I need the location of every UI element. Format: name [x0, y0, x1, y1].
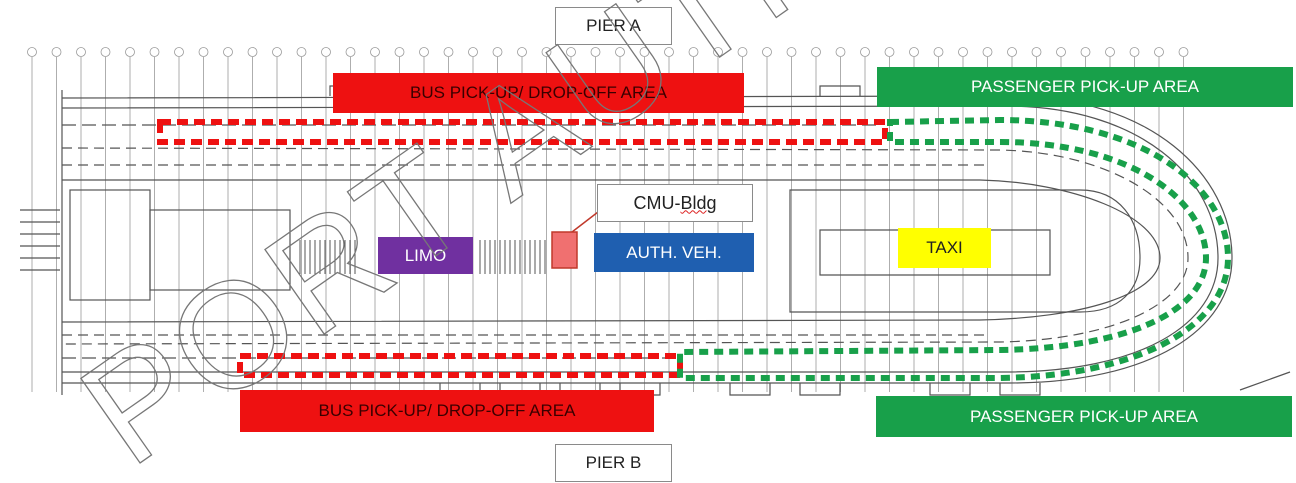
bus-pickup-bottom-label: BUS PICK-UP/ DROP-OFF AREA — [318, 401, 576, 420]
column-marker — [492, 47, 503, 57]
column-marker — [76, 47, 86, 57]
column-marker — [223, 47, 233, 57]
column-marker — [443, 47, 454, 57]
column-marker — [27, 47, 37, 57]
column-marker — [468, 47, 478, 57]
column-marker — [566, 47, 576, 57]
column-marker — [100, 47, 111, 57]
column-marker — [1178, 47, 1189, 57]
column-marker — [198, 47, 209, 57]
bus-pickup-top-label: BUS PICK-UP/ DROP-OFF AREA — [410, 83, 667, 102]
column-marker — [639, 47, 650, 57]
column-marker — [296, 47, 307, 57]
column-marker — [909, 47, 919, 57]
column-marker — [860, 47, 870, 57]
taxi-zone-fill — [898, 228, 991, 268]
column-marker — [762, 47, 772, 57]
passenger-area-top-fill — [877, 67, 1293, 107]
column-marker — [982, 47, 993, 57]
column-marker — [419, 47, 429, 57]
column-marker — [321, 47, 331, 57]
column-marker — [1056, 47, 1066, 57]
column-marker — [713, 47, 723, 57]
column-marker — [884, 47, 895, 57]
limo-zone-fill — [378, 237, 473, 274]
column-marker — [272, 47, 282, 57]
column-marker — [174, 47, 184, 57]
pier-a-label: PIER A — [555, 7, 672, 45]
column-marker — [933, 47, 944, 57]
column-marker — [1154, 47, 1164, 57]
bus-zone-boundary-top — [157, 119, 888, 145]
column-marker — [1129, 47, 1140, 57]
column-marker — [1007, 47, 1017, 57]
passenger-pickup-bottom-label: PASSENGER PICK-UP AREA — [970, 406, 1198, 426]
column-marker — [149, 47, 160, 57]
column-marker — [394, 47, 405, 57]
column-marker — [688, 47, 699, 57]
column-marker — [1031, 47, 1042, 57]
cmu-building — [551, 231, 578, 269]
cmu-bldg-text: Bldg — [680, 192, 717, 213]
column-marker — [541, 47, 552, 57]
pier-b-label: PIER B — [555, 444, 672, 482]
crosswalk-hatching — [299, 240, 546, 274]
cmu-leader-arrow — [571, 211, 599, 233]
column-marker — [811, 47, 821, 57]
column-marker — [247, 47, 258, 57]
passenger-area-bottom-fill — [876, 396, 1292, 437]
column-marker — [590, 47, 601, 57]
taxi-label: TAXI — [926, 238, 963, 257]
bus-area-top-fill — [333, 73, 744, 113]
column-marker — [786, 47, 797, 57]
column-marker — [370, 47, 380, 57]
column-marker — [1080, 47, 1091, 57]
column-marker — [664, 47, 674, 57]
column-marker — [345, 47, 356, 57]
column-marker — [615, 47, 625, 57]
auth-veh-label: AUTH. VEH. — [626, 242, 722, 262]
column-marker — [51, 47, 62, 57]
cmu-bldg-callout: CMU-Bldg — [597, 184, 753, 222]
column-marker — [125, 47, 135, 57]
bus-area-bottom-fill — [240, 390, 654, 432]
auth-veh-zone-fill — [594, 233, 754, 272]
passenger-pickup-top-label: PASSENGER PICK-UP AREA — [971, 77, 1199, 96]
column-marker — [1105, 47, 1115, 57]
limo-label: LIMO — [404, 245, 447, 265]
column-marker — [517, 47, 527, 57]
cmu-prefix-text: CMU- — [633, 192, 681, 213]
column-marker — [835, 47, 846, 57]
column-marker — [737, 47, 748, 57]
column-marker — [958, 47, 968, 57]
